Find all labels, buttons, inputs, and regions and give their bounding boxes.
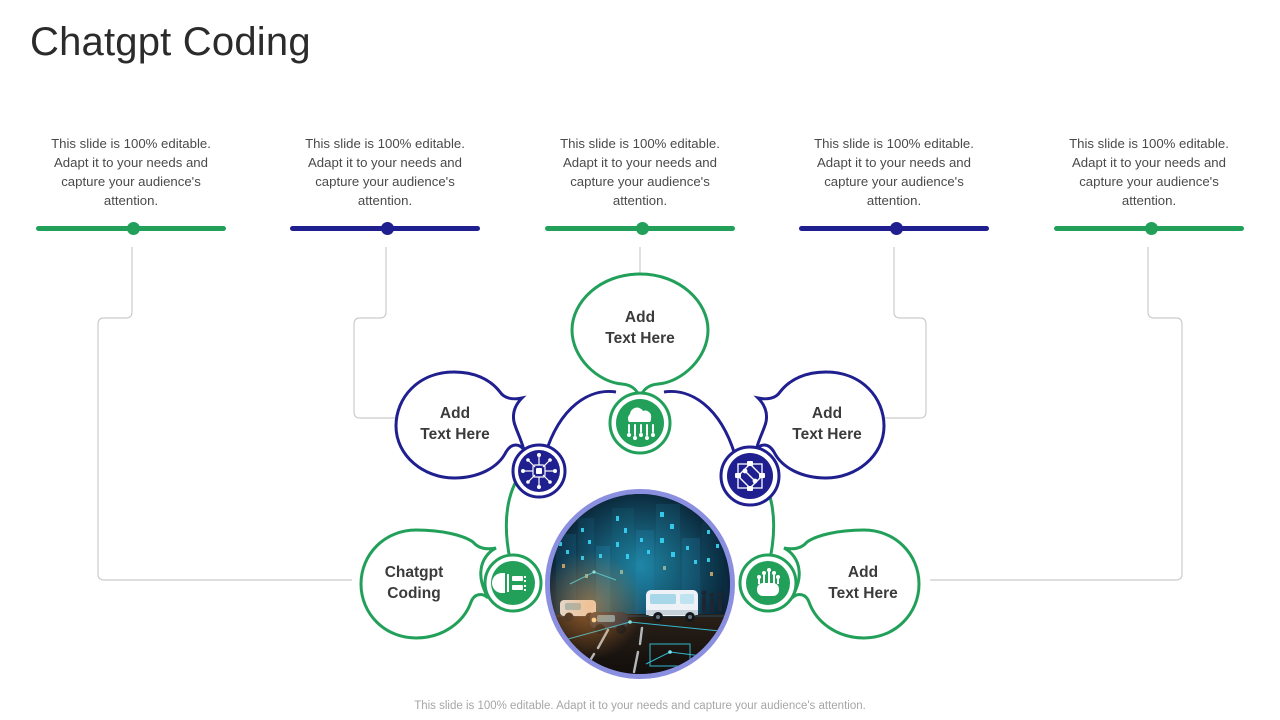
node-bottom-left[interactable] [359,528,497,640]
node-mid-left[interactable] [394,370,527,480]
city-scene-svg [550,494,730,674]
caption-block-2: This slide is 100% editable. Adapt it to… [290,134,480,235]
node-top-shape [570,272,710,403]
node-bottom-right-shape [783,528,921,640]
ai-robot-icon[interactable] [738,553,798,613]
caption-block-5: This slide is 100% editable. Adapt it to… [1054,134,1244,235]
node-mid-left-shape [394,370,527,480]
chip-radial-icon[interactable] [511,443,567,499]
caption-rule-3 [545,222,735,235]
caption-text-5: This slide is 100% editable. Adapt it to… [1069,136,1229,208]
page-title: Chatgpt Coding [30,20,311,64]
node-top[interactable] [570,272,710,403]
caption-knob-3 [636,222,649,235]
footer-note: This slide is 100% editable. Adapt it to… [414,700,866,712]
caption-text-1: This slide is 100% editable. Adapt it to… [51,136,211,208]
caption-block-1: This slide is 100% editable. Adapt it to… [36,134,226,235]
network-nodes-icon[interactable] [719,445,781,507]
caption-rule-1 [36,222,226,235]
caption-rule-4 [799,222,989,235]
node-bottom-left-shape [359,528,497,640]
caption-text-4: This slide is 100% editable. Adapt it to… [814,136,974,208]
cloud-computing-icon[interactable] [608,391,672,455]
center-photo-art [550,494,730,674]
caption-text-2: This slide is 100% editable. Adapt it to… [305,136,465,208]
caption-knob-5 [1145,222,1158,235]
center-photo [545,489,735,679]
caption-block-4: This slide is 100% editable. Adapt it to… [799,134,989,235]
caption-text-3: This slide is 100% editable. Adapt it to… [560,136,720,208]
caption-block-3: This slide is 100% editable. Adapt it to… [545,134,735,235]
caption-knob-2 [381,222,394,235]
caption-knob-4 [890,222,903,235]
caption-rule-2 [290,222,480,235]
caption-rule-5 [1054,222,1244,235]
node-bottom-right[interactable] [783,528,921,640]
caption-knob-1 [127,222,140,235]
processor-chip-icon[interactable] [483,553,543,613]
